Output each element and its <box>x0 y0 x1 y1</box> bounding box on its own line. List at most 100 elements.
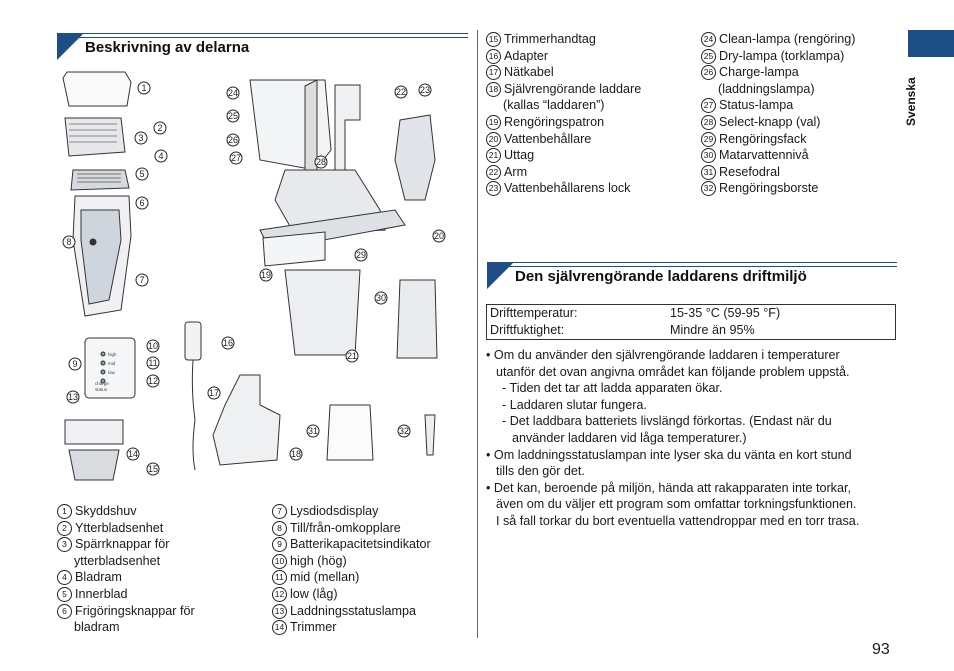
callout-5: 5 <box>135 167 149 181</box>
part-number-badge: 15 <box>486 32 501 47</box>
part-label: Uttag <box>504 148 535 163</box>
callout-text-28: 28 <box>316 157 326 167</box>
part-number-badge: 5 <box>57 586 72 602</box>
env-notes: • Om du använder den självrengörande lad… <box>486 347 906 530</box>
env-heading: Den självrengörande laddarens driftmiljö <box>487 262 897 289</box>
part-label: Trimmerhandtag <box>504 32 596 46</box>
led-panel-drawing <box>84 337 136 399</box>
language-label: Svenska <box>904 77 918 126</box>
part-label: Bladram <box>75 570 122 585</box>
part-label: Vattenbehållarens lock <box>504 181 631 196</box>
note-bullet-3-cont2: I så fall torkar du bort eventuella vatt… <box>496 513 860 528</box>
callout-text-12: 12 <box>148 376 158 386</box>
part-label: Select-knapp (val) <box>719 114 821 129</box>
env-label: Driftfuktighet: <box>490 323 565 337</box>
callout-text-17: 17 <box>209 388 219 398</box>
callout-13: 13 <box>66 390 80 404</box>
part-number-badge: 19 <box>486 114 501 130</box>
blade-frame-drawing <box>70 169 130 191</box>
callout-30: 30 <box>374 291 388 305</box>
callout-25: 25 <box>226 109 240 123</box>
part-number-badge: 10 <box>272 553 287 569</box>
part-label: Rengöringspatron <box>504 114 605 129</box>
part-label: Lysdiodsdisplay <box>290 504 379 518</box>
parts-illustration: 1 2 3 4 5 6 8 7 10 9 11 12 13 14 15 16 1… <box>55 60 465 485</box>
part-number-badge: 9 <box>272 537 287 553</box>
part-number-badge: 30 <box>701 148 716 164</box>
led-label-charge: charge <box>95 381 109 386</box>
part-label-cont: (laddningslampa) <box>718 81 815 96</box>
note-bullet-2-cont: tills den gör det. <box>496 464 585 479</box>
env-value: Mindre än 95% <box>670 323 755 337</box>
part-label: Clean-lampa (rengöring) <box>719 32 856 46</box>
callout-24: 24 <box>226 86 240 100</box>
callout-text-22: 22 <box>396 87 406 97</box>
callout-3: 3 <box>134 131 148 145</box>
env-table: Drifttemperatur: 15-35 °C (59-95 °F) Dri… <box>486 304 896 340</box>
note-bullet-3-cont: även om du väljer ett program som omfatt… <box>496 497 857 512</box>
part-label: Skyddshuv <box>75 504 137 518</box>
part-label: Trimmer <box>290 620 337 635</box>
part-label: Rengöringsfack <box>719 131 807 146</box>
callout-text-13: 13 <box>68 392 78 402</box>
part-label-cont: ytterbladsenhet <box>74 553 161 568</box>
part-label: Spärrknappar för <box>75 537 170 552</box>
note-sub-2: - Laddaren slutar fungera. <box>502 397 647 412</box>
callout-2: 2 <box>153 121 167 135</box>
callout-4: 4 <box>154 149 168 163</box>
trimmer-drawing <box>64 419 124 445</box>
part-label: Rengöringsborste <box>719 181 819 196</box>
callout-7: 7 <box>135 273 149 287</box>
led-labels: high mid low charge status <box>95 352 117 392</box>
note-sub-3: - Det laddbara batteriets livslängd förk… <box>502 414 832 429</box>
callout-text-8: 8 <box>66 237 71 247</box>
part-label: mid (mellan) <box>290 570 360 585</box>
callout-text-5: 5 <box>139 169 144 179</box>
table-row: Drifttemperatur: 15-35 °C (59-95 °F) <box>487 305 896 323</box>
part-label: low (låg) <box>290 586 338 601</box>
part-number-badge: 8 <box>272 520 287 536</box>
part-label: Status-lampa <box>719 98 794 113</box>
callout-text-14: 14 <box>128 449 138 459</box>
callout-text-31: 31 <box>308 426 318 436</box>
part-label: Till/från-omkopplare <box>290 520 401 535</box>
callout-6: 6 <box>135 196 149 210</box>
callout-text-23: 23 <box>420 85 430 95</box>
note-bullet-1-cont: utanför det ovan angivna området kan föl… <box>496 364 850 379</box>
heading-rule <box>487 266 897 267</box>
heading-rule <box>57 37 468 38</box>
outer-blade-drawing <box>64 117 126 157</box>
callout-1: 1 <box>137 81 151 95</box>
part-label: Dry-lampa (torklampa) <box>719 48 845 63</box>
callout-18: 18 <box>289 447 303 461</box>
part-label: Innerblad <box>75 586 128 601</box>
part-label: high (hög) <box>290 553 347 568</box>
callout-28: 28 <box>314 155 328 169</box>
part-label: Resefodral <box>719 164 780 179</box>
part-number-badge: 2 <box>57 520 72 536</box>
callout-31: 31 <box>306 424 320 438</box>
part-label: Ytterbladsenhet <box>75 520 164 535</box>
callout-text-6: 6 <box>139 198 144 208</box>
env-label: Drifttemperatur: <box>490 306 578 320</box>
part-label: Laddningsstatuslampa <box>290 603 417 618</box>
led-label-high: high <box>108 352 117 357</box>
column-divider <box>477 30 478 638</box>
callout-26: 26 <box>226 133 240 147</box>
callout-text-25: 25 <box>228 111 238 121</box>
part-number-badge: 24 <box>701 32 716 47</box>
